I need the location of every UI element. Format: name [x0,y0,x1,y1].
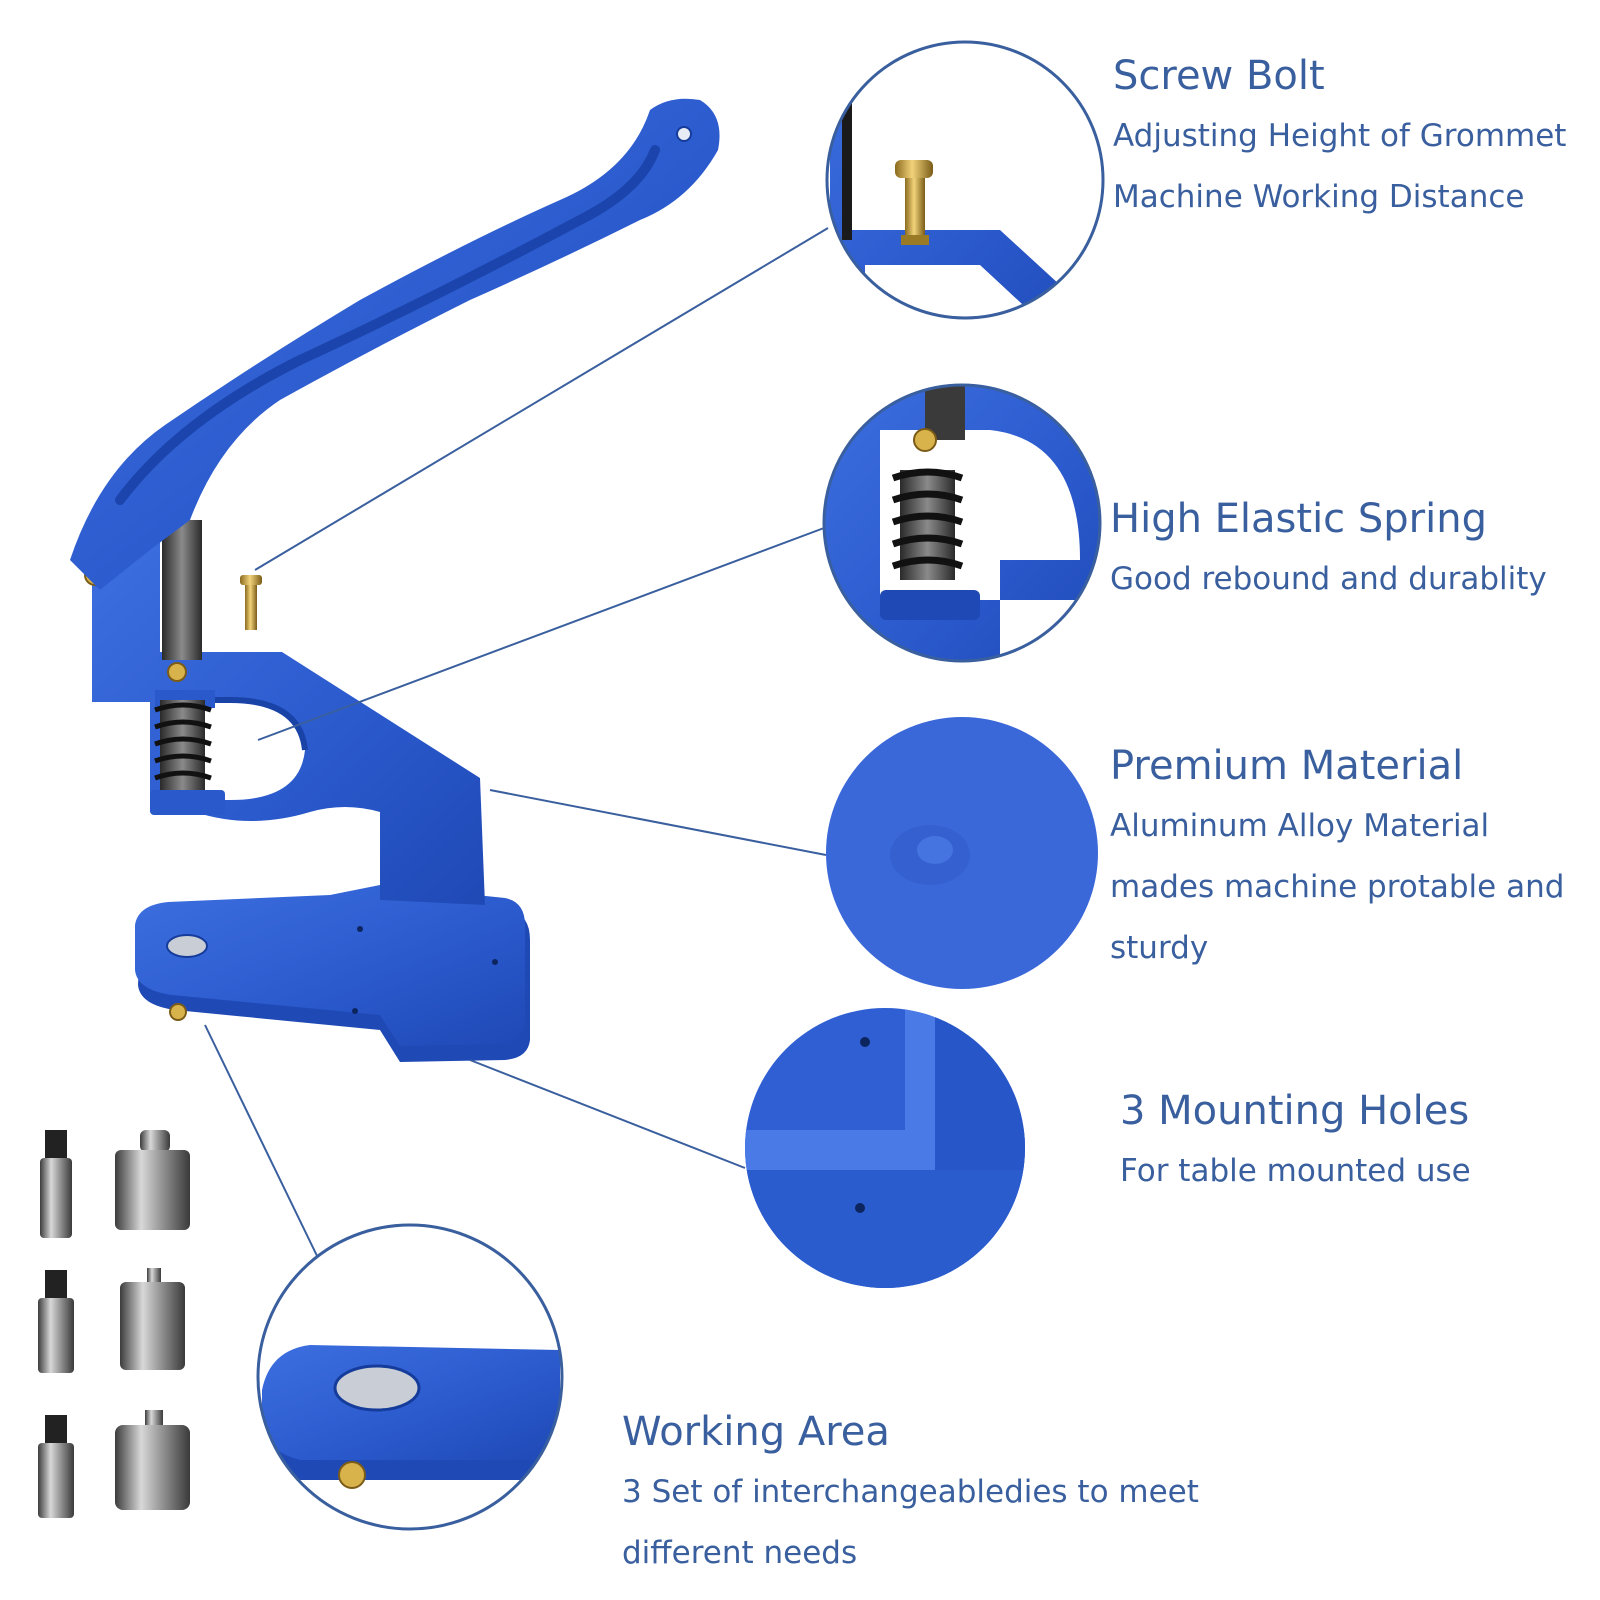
feature-title: Screw Bolt [1113,53,1325,99]
feature-description-line: sturdy [1110,930,1209,966]
machine-frame [84,520,485,905]
feature-description-line: Machine Working Distance [1113,179,1525,215]
machine-base [135,885,530,1062]
feature-description-line: 3 Set of interchangeabledies to meet [622,1474,1199,1510]
die-set-2 [38,1268,185,1373]
feature-screw-bolt: Screw Bolt Adjusting Height of Grommet M… [1113,52,1566,228]
spring-coils [154,702,212,781]
die-set-1 [40,1130,190,1238]
detail-circle-material [826,717,1098,989]
die-set-3 [38,1410,190,1518]
feature-description-line: Aluminum Alloy Material [1110,808,1490,844]
feature-description-line: Good rebound and durablity [1110,561,1547,597]
feature-description-line: different needs [622,1535,858,1571]
leader-lines [204,227,829,1263]
feature-title: Working Area [622,1409,890,1455]
detail-circle-spring [822,383,1102,663]
feature-description-line: Adjusting Height of Grommet [1113,118,1567,154]
feature-high-elastic-spring: High Elastic Spring Good rebound and dur… [1110,495,1547,610]
feature-description-line: For table mounted use [1120,1153,1471,1189]
detail-circle-mounting-holes [745,1008,1025,1288]
feature-title: High Elastic Spring [1110,496,1487,542]
feature-title: Premium Material [1110,743,1464,789]
machine-handle [70,98,720,590]
feature-mounting-holes: 3 Mounting Holes For table mounted use [1120,1087,1471,1202]
feature-description-line: mades machine protable and [1110,869,1565,905]
feature-premium-material: Premium Material Aluminum Alloy Material… [1110,742,1564,979]
feature-title: 3 Mounting Holes [1120,1088,1470,1134]
detail-circle-screw-bolt [825,40,1105,320]
detail-circle-working-area [256,1223,564,1531]
grommet-press-machine [70,98,720,1062]
feature-working-area: Working Area 3 Set of interchangeabledie… [622,1408,1199,1584]
